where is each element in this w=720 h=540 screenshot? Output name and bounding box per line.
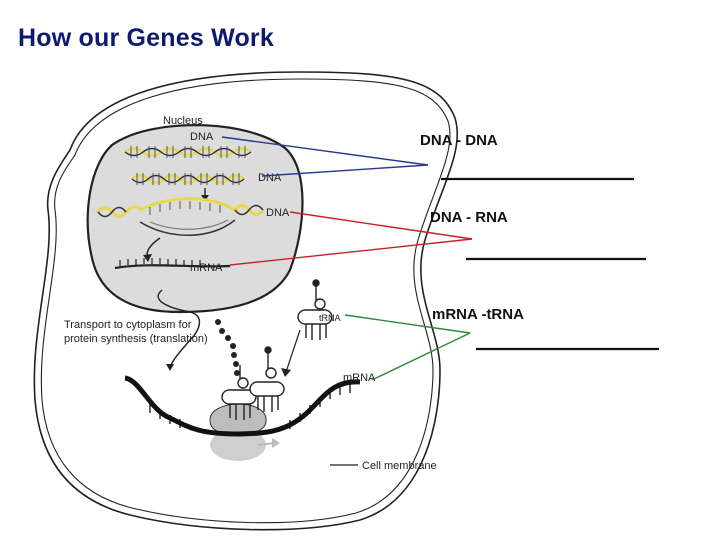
dna-helix-unwinding: [96, 197, 265, 237]
label-mrna-cytoplasm: mRNA: [343, 372, 376, 384]
label-mrna-nucleus: mRNA: [190, 262, 223, 274]
label-nucleus: Nucleus: [163, 115, 203, 127]
answer-translation: mRNA -tRNA: [432, 306, 524, 323]
label-dna-unwinding: DNA: [266, 207, 290, 219]
mrna-strand-cytoplasm: [124, 375, 361, 437]
cell-outline-inner: [40, 78, 451, 524]
pointer-lines-green: [344, 314, 471, 381]
trna-bound-2: [249, 346, 285, 412]
arrow-trna-in: [285, 329, 301, 373]
label-dna-middle: DNA: [258, 172, 282, 184]
ribosome-small: [210, 429, 266, 461]
mrna-strand-nucleus: [114, 258, 231, 270]
label-transport-line1: Transport to cytoplasm for: [64, 319, 192, 331]
dna-helix-middle: [131, 173, 245, 185]
page-title: How our Genes Work: [18, 24, 274, 52]
label-dna-top: DNA: [190, 131, 214, 143]
dna-helix-top: [124, 146, 252, 158]
answer-replication: DNA - DNA: [420, 132, 498, 149]
answer-transcription: DNA - RNA: [430, 209, 508, 226]
label-cell-membrane: Cell membrane: [362, 460, 437, 472]
label-trna: tRNA: [319, 313, 341, 323]
label-transport-line2: protein synthesis (translation): [64, 333, 208, 345]
pointer-lines-blue: [221, 136, 429, 177]
trna-incoming: [297, 279, 333, 340]
trna-bound-1: [221, 365, 257, 420]
mrna-export-path: [157, 289, 201, 369]
pointer-lines-red: [229, 211, 473, 266]
cell-outline-outer: [33, 71, 459, 531]
amino-acid-chain: [215, 319, 240, 376]
